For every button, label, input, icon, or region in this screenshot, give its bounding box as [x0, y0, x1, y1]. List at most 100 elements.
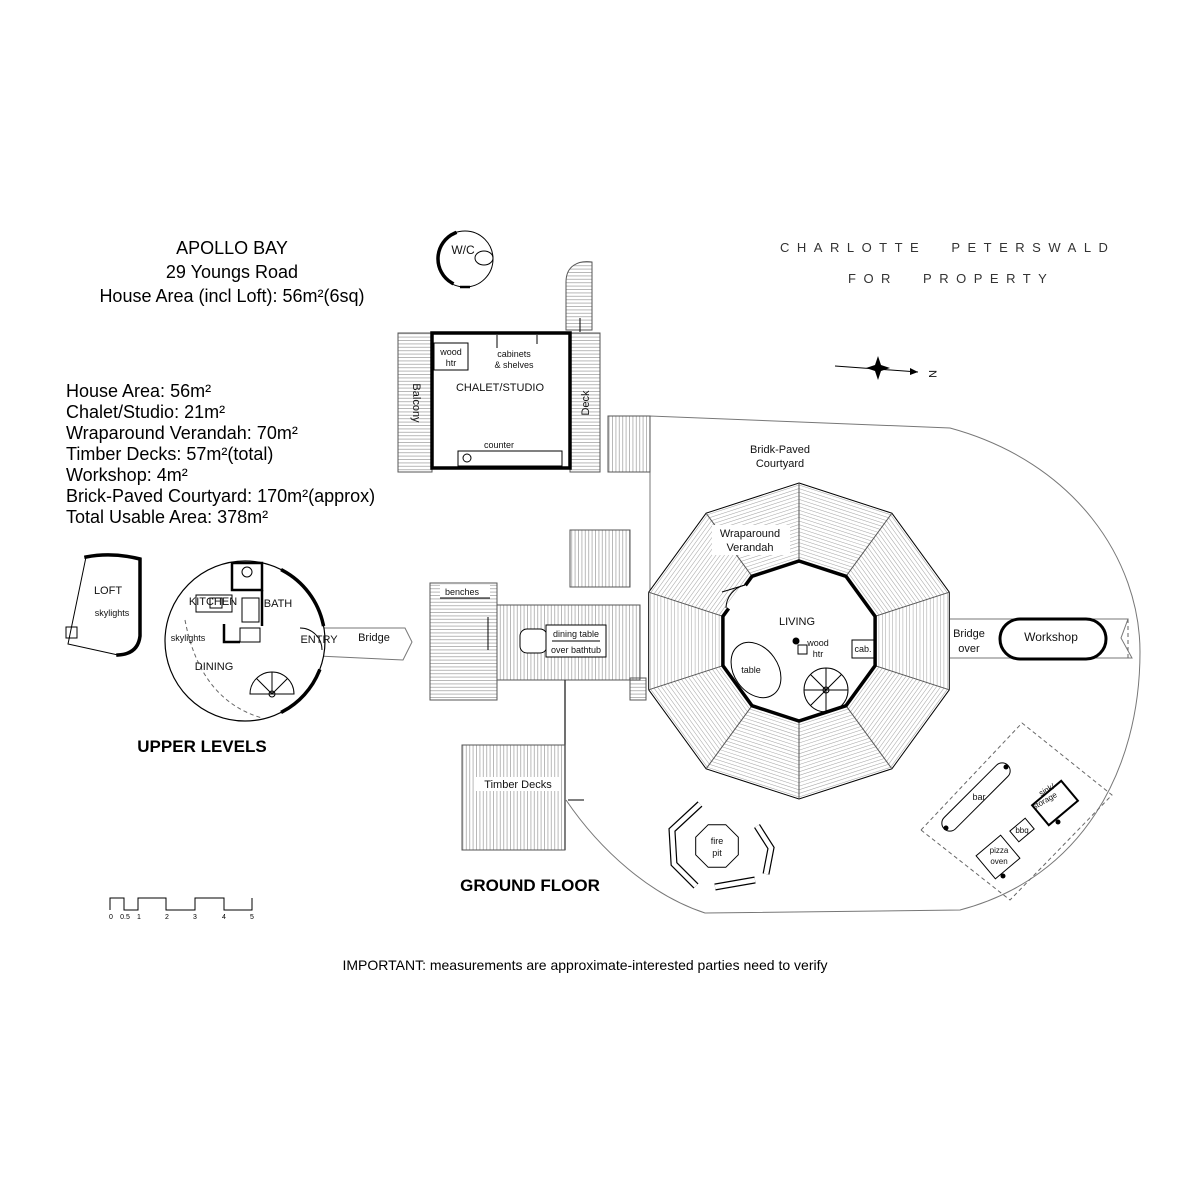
wc-wall	[436, 230, 458, 286]
chalet-stair	[565, 261, 593, 331]
wc-label: W/C	[451, 243, 475, 257]
timber-decks-label-bg	[475, 777, 561, 791]
benches-label: benches	[445, 587, 480, 597]
outdoor-post	[1055, 819, 1061, 825]
scale-label: 0	[109, 914, 113, 921]
ground-floor-decks: benches dining table over bathtub Timber…	[429, 529, 647, 895]
kitchen-counter	[195, 594, 233, 613]
fire-pit-bench-fill	[714, 877, 756, 890]
area-summary: House Area: 56m² Chalet/Studio: 21m² Wra…	[66, 381, 375, 527]
kitchen-appliance	[241, 597, 260, 623]
verandah-segment-joint	[648, 665, 724, 691]
cabinet	[851, 639, 875, 659]
area-line: Brick-Paved Courtyard: 170m²(approx)	[66, 486, 375, 506]
outdoor-post	[1000, 873, 1006, 879]
balcony-label: Balcony	[410, 383, 422, 423]
bbq-label: bbq	[1015, 826, 1028, 835]
agency-name: CHARLOTTE PETERSWALD	[780, 240, 1115, 255]
deck-steps	[629, 677, 647, 701]
bath-toilet-icon	[241, 566, 253, 578]
fire-pit-area: fire pit	[668, 801, 775, 891]
verandah-segment-joint	[874, 591, 950, 617]
bbq	[1009, 817, 1035, 843]
timber-decks-label: Timber Decks	[484, 779, 552, 791]
living-table	[730, 641, 782, 699]
cabinets-label: cabinets	[497, 349, 531, 359]
wood-heater-icon	[792, 637, 800, 645]
bathtub	[519, 628, 548, 654]
chalet-steps	[607, 415, 651, 473]
scale-label: 1	[137, 914, 141, 921]
toilet-icon	[474, 250, 494, 266]
verandah-segment-joint	[845, 512, 893, 577]
scale-label: 2	[165, 914, 169, 921]
area-line: Chalet/Studio: 21m²	[66, 402, 225, 422]
area-line: Timber Decks: 57m²(total)	[66, 444, 273, 464]
chalet-wood-heater	[433, 342, 469, 371]
loft-outline	[67, 554, 141, 656]
bridge-over-label: Bridge	[953, 628, 985, 640]
counter-label: counter	[484, 440, 514, 450]
bath-label: BATH	[264, 598, 293, 610]
compass-north-label: N	[926, 370, 938, 378]
workshop	[998, 617, 1108, 661]
chalet-room-walls	[430, 331, 572, 470]
verandah-segment-joint	[648, 591, 724, 617]
verandah-segment-joint	[845, 705, 893, 770]
upper-small-deck	[569, 529, 631, 588]
measurement-notice: IMPORTANT: measurements are approximate-…	[342, 957, 827, 973]
fire-pit-bench-fill	[669, 802, 702, 888]
kitchen-wall	[222, 624, 240, 644]
loft-skylights-label: skylights	[95, 608, 130, 618]
living-title: LIVING	[779, 616, 815, 628]
loft-label: LOFT	[94, 585, 122, 597]
area-line: House Area: 56m²	[66, 381, 211, 401]
upper-levels-heading: UPPER LEVELS	[137, 737, 266, 756]
area-line: Total Usable Area: 378m²	[66, 507, 268, 527]
property-address: 29 Youngs Road	[166, 262, 298, 282]
upper-bridge	[317, 627, 413, 661]
pizza-oven	[975, 834, 1021, 880]
courtyard-boundary	[565, 415, 1141, 914]
verandah-label-bg	[712, 525, 790, 555]
kitchen-cupboard	[239, 627, 261, 643]
bridge-over-label: over	[958, 643, 980, 655]
bath-wc-box	[230, 561, 264, 592]
living-wood-heater-label: wood	[806, 638, 829, 648]
scale-label: 5	[250, 914, 254, 921]
fire-pit-label: fire	[711, 836, 724, 846]
upper-bridge-label: Bridge	[358, 632, 390, 644]
entry-label: ENTRY	[300, 634, 338, 646]
bar-post	[1003, 764, 1009, 770]
cabinets-label: & shelves	[494, 360, 534, 370]
loft-hatch	[65, 626, 78, 639]
upper-levels: LOFT skylights Bridge KITCHEN BATH skyli…	[65, 553, 413, 756]
living-wood-heater-label: htr	[813, 649, 824, 659]
balcony-deck	[397, 332, 433, 473]
north-arrow: N	[834, 356, 938, 380]
fire-pit-bench-fill	[755, 824, 774, 875]
sink-icon	[462, 453, 472, 463]
dining-table-label: dining table	[553, 629, 599, 639]
stair-tread	[810, 674, 827, 691]
courtyard-label-line: Courtyard	[756, 458, 804, 470]
scale-label: 4	[222, 914, 226, 921]
compass-star-icon	[866, 356, 890, 380]
courtyard-label-line: Bridk-Paved	[750, 444, 810, 456]
courtyard-label: Bridk-Paved Courtyard	[750, 444, 810, 470]
dining-skylight-line	[184, 619, 263, 719]
upper-level-wall	[280, 568, 326, 627]
verandah-segment-joint	[874, 665, 950, 691]
fire-pit	[695, 824, 739, 868]
bar-post	[943, 825, 949, 831]
chalet-wood-heater-label: htr	[446, 358, 457, 368]
scale-bar-line	[109, 897, 253, 911]
bar-label: bar	[972, 792, 985, 802]
loft-wall	[83, 553, 142, 657]
compass-arrowhead-icon	[910, 368, 918, 375]
sink-storage	[1030, 779, 1080, 827]
pizza-oven-label: oven	[990, 857, 1007, 866]
verandah-decking	[648, 483, 950, 799]
property-house-area: House Area (incl Loft): 56m²(6sq)	[99, 286, 364, 306]
